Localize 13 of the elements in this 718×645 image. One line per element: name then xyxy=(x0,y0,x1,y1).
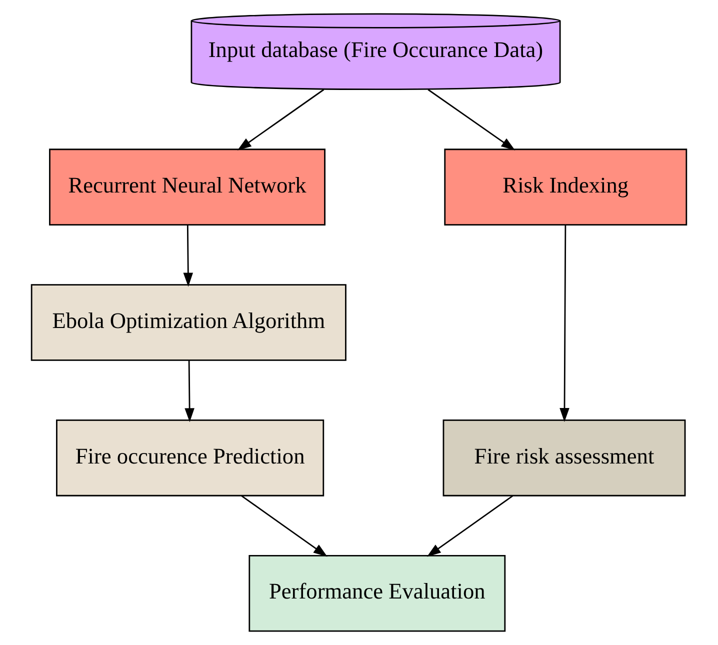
arrow xyxy=(184,360,194,422)
arrow xyxy=(241,495,328,557)
arrow xyxy=(428,89,516,150)
arrow xyxy=(560,225,570,422)
arrow xyxy=(183,225,194,287)
node-box: Fire occurence Prediction xyxy=(56,420,324,496)
arrow xyxy=(237,89,324,150)
node-box: Ebola Optimization Algorithm xyxy=(30,284,346,361)
arrow xyxy=(426,495,514,557)
node-box: Recurrent Neural Network xyxy=(49,148,326,226)
node-box: Fire risk assessment xyxy=(442,420,686,496)
node-box: Performance Evaluation xyxy=(248,554,506,632)
node-box: Risk Indexing xyxy=(444,148,688,226)
